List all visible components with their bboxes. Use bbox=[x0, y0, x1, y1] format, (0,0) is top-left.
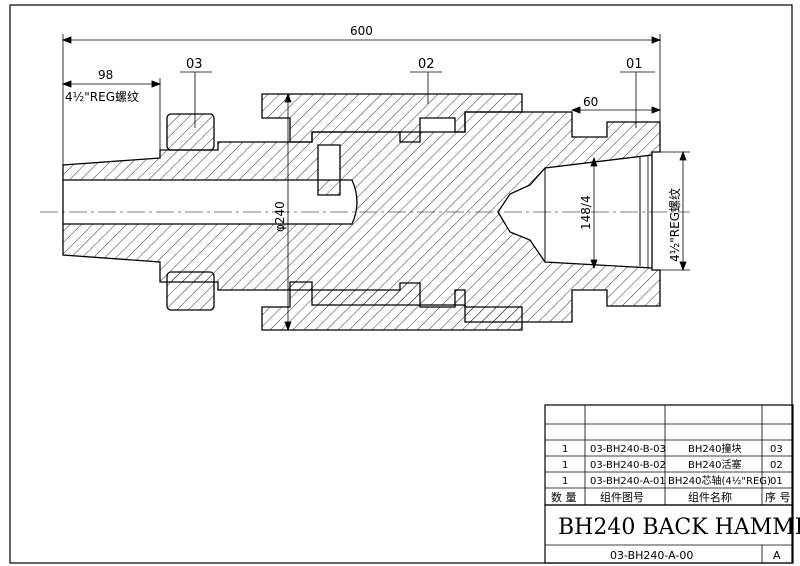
revision-letter: A bbox=[773, 549, 781, 562]
title-block bbox=[544, 504, 794, 564]
table-row-qty: 1 bbox=[562, 476, 568, 487]
table-header-name: 组件名称 bbox=[688, 490, 732, 504]
dimension-lines bbox=[61, 34, 690, 332]
table-row-qty: 1 bbox=[562, 444, 568, 455]
part-label-03: 03 bbox=[186, 57, 203, 72]
table-row-qty: 1 bbox=[562, 460, 568, 471]
dim-overall-length: 600 bbox=[350, 24, 373, 38]
table-header-drawing-no: 组件图号 bbox=[600, 490, 644, 504]
impact-block-part-03 bbox=[166, 113, 215, 311]
dim-bore: 148/4 bbox=[579, 195, 593, 230]
parts-table bbox=[544, 404, 794, 506]
table-header-seq: 序 号 bbox=[765, 490, 791, 504]
part-label-02: 02 bbox=[418, 57, 435, 72]
table-row-drawing-no: 03-BH240-A-01 bbox=[590, 476, 666, 487]
part-label-01: 01 bbox=[626, 57, 643, 72]
part-leaders bbox=[180, 71, 655, 128]
table-row-name: BH240芯轴(4½"REG) bbox=[668, 474, 771, 487]
table-row-drawing-no: 03-BH240-B-03 bbox=[590, 444, 666, 455]
drawing-number: 03-BH240-A-00 bbox=[610, 549, 693, 562]
table-row-name: BH240活塞 bbox=[688, 458, 741, 471]
table-row-seq: 02 bbox=[770, 460, 783, 471]
table-header-qty: 数 量 bbox=[551, 491, 577, 504]
dim-right-length: 60 bbox=[583, 95, 598, 109]
table-row-name: BH240撞块 bbox=[688, 442, 741, 455]
piston-part-02 bbox=[261, 93, 523, 331]
dim-left-thread: 4½"REG螺纹 bbox=[65, 90, 139, 104]
table-row-seq: 03 bbox=[770, 444, 783, 455]
table-row-seq: 01 bbox=[770, 476, 783, 487]
drawing-title: BH240 BACK HAMMER bbox=[558, 515, 800, 540]
sheet-border bbox=[9, 4, 793, 564]
mandrel-part-01 bbox=[62, 111, 661, 323]
dim-left-length: 98 bbox=[98, 68, 113, 82]
dim-right-thread: 4½"REG螺纹 bbox=[668, 188, 682, 262]
table-row-drawing-no: 03-BH240-B-02 bbox=[590, 460, 666, 471]
dim-diameter: φ240 bbox=[273, 201, 287, 232]
